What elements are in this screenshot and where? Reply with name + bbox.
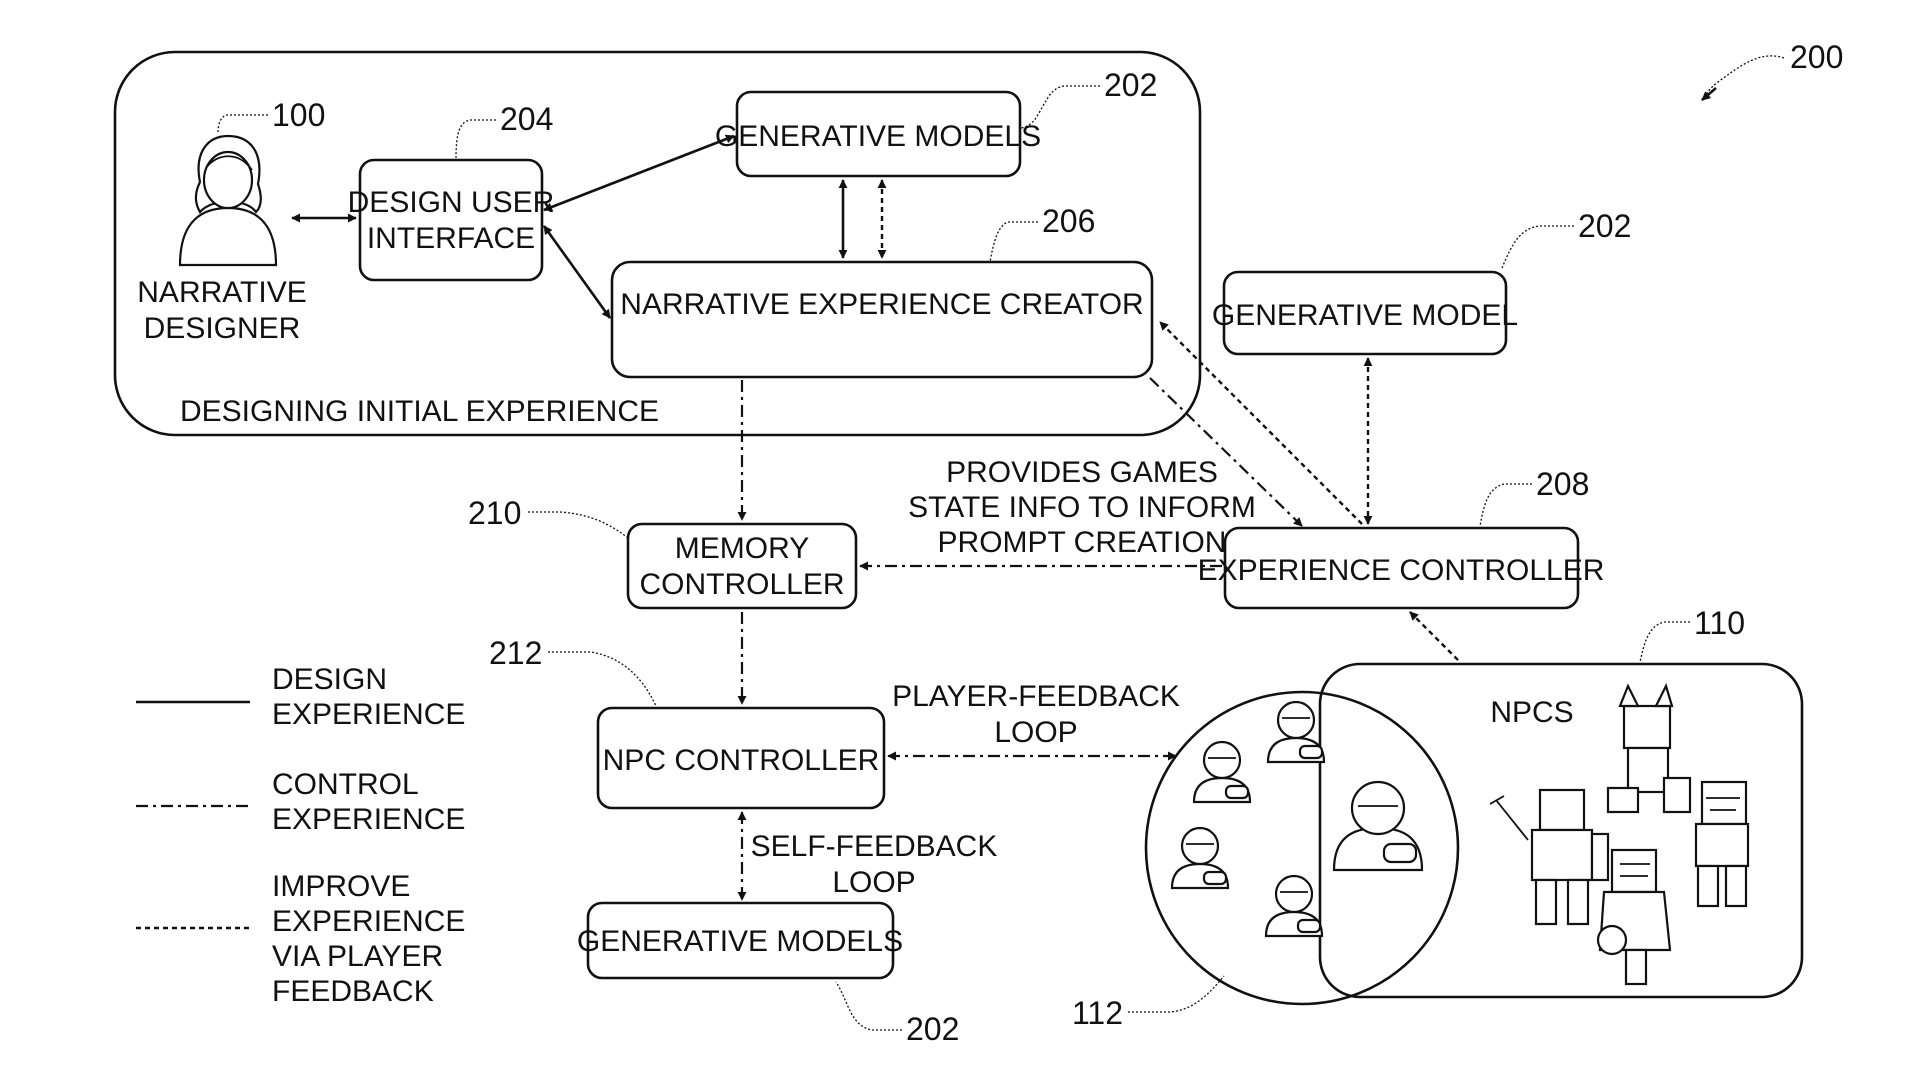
design-user-interface-leader [456,120,496,158]
narrative-experience-creator-ref: 206 [1042,203,1095,239]
npc-controller-leader [548,652,656,706]
legend-dotted-line1: IMPROVE [272,870,410,903]
ui-genmodels-arrow [544,136,734,210]
design-user-interface-line1: DESIGN USER [348,186,555,219]
self-feedback-annotation-line2: LOOP [832,866,915,899]
player-feedback-annotation-line2: LOOP [994,716,1077,749]
player-icon [1268,702,1324,762]
designer-ref: 100 [272,97,325,133]
player-feedback-annotation-line1: PLAYER-FEEDBACK [892,680,1180,713]
player-icon [1194,742,1250,802]
figure-number: 200 [1790,39,1843,75]
npc-character-icon [1608,686,1690,812]
narrative-experience-creator-leader [990,222,1038,262]
memory-controller-line1: MEMORY [675,532,809,565]
generative-models-top-label: GENERATIVE MODELS [715,120,1041,153]
design-user-interface-box [360,160,542,280]
player-icon [1172,828,1228,888]
npc-controller-ref: 212 [489,635,542,671]
generative-model-right-ref: 202 [1578,208,1631,244]
legend-dotted-line3: VIA PLAYER [272,940,443,973]
games-state-annotation-line2: STATE INFO TO INFORM [908,491,1256,524]
npcs-expcontroller-dotted-arrow [1410,612,1458,660]
legend-dashdot-line1: CONTROL [272,768,419,801]
experience-controller-ref: 208 [1536,466,1589,502]
npcs-group-leader [1640,622,1690,662]
games-state-annotation-line3: PROMPT CREATION [938,526,1227,559]
players-group-ref: 112 [1072,995,1123,1031]
experience-controller-label: EXPERIENCE CONTROLLER [1198,554,1605,587]
games-state-annotation-line1: PROVIDES GAMES [946,456,1218,489]
generative-models-bottom-ref: 202 [906,1011,959,1047]
player-icon [1266,876,1322,936]
legend-solid-line2: EXPERIENCE [272,698,465,731]
legend-dashdot-line2: EXPERIENCE [272,803,465,836]
legend-dotted-line2: EXPERIENCE [272,905,465,938]
memory-controller-line2: CONTROLLER [639,568,844,601]
design-user-interface-ref: 204 [500,101,553,137]
ui-creator-arrow [544,226,610,318]
generative-models-bottom-label: GENERATIVE MODELS [577,925,903,958]
generative-model-right-label: GENERATIVE MODEL [1212,299,1518,332]
designer-ref-leader [218,115,268,134]
region-label: DESIGNING INITIAL EXPERIENCE [180,395,659,428]
experience-controller-leader [1480,484,1532,526]
design-user-interface-line2: INTERFACE [367,222,535,255]
generative-models-bottom-leader [836,982,902,1030]
memory-controller-leader [528,512,628,538]
legend-dotted-line4: FEEDBACK [272,975,434,1008]
npc-controller-label: NPC CONTROLLER [603,744,880,777]
designer-label-line2: DESIGNER [144,312,301,345]
self-feedback-annotation-line1: SELF-FEEDBACK [751,830,998,863]
narrative-designer-icon [180,136,276,265]
narrative-experience-creator-label: NARRATIVE EXPERIENCE CREATOR [620,288,1143,321]
npcs-group-label: NPCS [1490,696,1573,729]
npc-character-icon [1490,790,1608,924]
figure-number-leader [1702,56,1784,100]
generative-model-right-leader [1502,226,1574,268]
players-group-leader [1128,976,1224,1012]
npc-character-icon [1696,782,1748,906]
npcs-group-ref: 110 [1694,605,1745,641]
generative-models-top-ref: 202 [1104,67,1157,103]
designer-label-line1: NARRATIVE [137,276,306,309]
memory-controller-ref: 210 [468,495,521,531]
generative-models-top-leader [1020,86,1100,128]
player-icon [1334,782,1422,870]
legend-solid-line1: DESIGN [272,663,387,696]
